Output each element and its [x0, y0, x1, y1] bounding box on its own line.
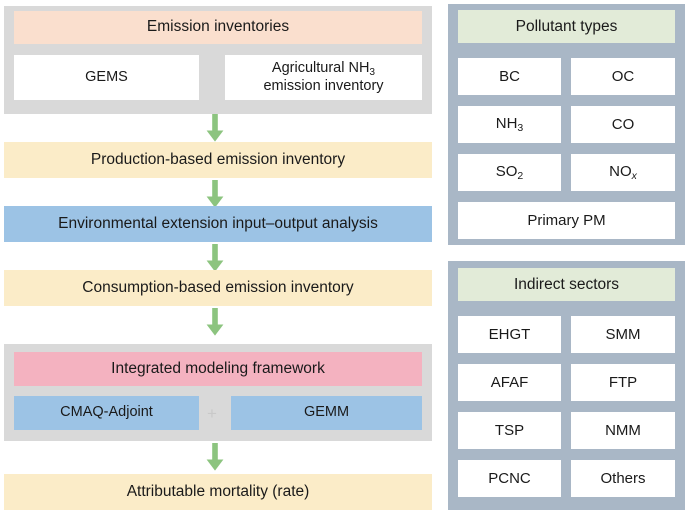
- down-arrow-icon: [206, 308, 224, 336]
- sector-others-label: Others: [600, 470, 646, 487]
- sector-ftp-label: FTP: [608, 374, 638, 391]
- down-arrow-icon: [206, 244, 224, 272]
- outcome-label: Attributable mortality (rate): [126, 482, 310, 500]
- step-production-based: Production-based emission inventory: [4, 142, 432, 178]
- step-eeio-label: Environmental extension input–output ana…: [58, 214, 378, 232]
- source-box-gems: GEMS: [14, 55, 199, 100]
- model-cmaq-adjoint-label: CMAQ-Adjoint: [60, 404, 153, 421]
- pollutant-oc-label: OC: [611, 68, 635, 85]
- pollutant-chip-primary-pm: Primary PM: [458, 202, 675, 239]
- sector-chip-pcnc: PCNC: [458, 460, 561, 497]
- down-arrow-icon: [206, 180, 224, 208]
- pollutant-bc-label: BC: [499, 68, 520, 85]
- sector-pcnc-label: PCNC: [488, 470, 531, 487]
- source-gems-label: GEMS: [85, 68, 128, 85]
- step-consumption-based-label: Consumption-based emission inventory: [82, 278, 354, 296]
- step-eeio: Environmental extension input–output ana…: [4, 206, 432, 242]
- sector-chip-tsp: TSP: [458, 412, 561, 449]
- pollutant-primary-pm-label: Primary PM: [527, 212, 606, 229]
- pollutant-nox-label: NOx: [609, 163, 637, 182]
- model-gemm-label: GEMM: [303, 404, 350, 421]
- pollutant-so2-label: SO2: [495, 163, 524, 182]
- down-arrow-icon: [206, 443, 224, 471]
- sector-afaf-label: AFAF: [490, 374, 529, 391]
- pollutant-chip-oc: OC: [571, 58, 675, 95]
- sector-ehgt-label: EHGT: [488, 326, 531, 343]
- sector-chip-ftp: FTP: [571, 364, 675, 401]
- sector-smm-label: SMM: [605, 326, 641, 343]
- sector-chip-smm: SMM: [571, 316, 675, 353]
- pollutant-types-title-label: Pollutant types: [515, 17, 618, 35]
- pollutant-types-title: Pollutant types: [458, 10, 675, 43]
- step-consumption-based: Consumption-based emission inventory: [4, 270, 432, 306]
- plus-label: +: [207, 403, 217, 423]
- pollutant-chip-nh3: NH3: [458, 106, 561, 143]
- step-production-based-label: Production-based emission inventory: [90, 150, 346, 168]
- pollutant-chip-co: CO: [571, 106, 675, 143]
- emission-inventories-title: Emission inventories: [14, 11, 422, 44]
- sector-chip-afaf: AFAF: [458, 364, 561, 401]
- sector-nmm-label: NMM: [605, 422, 641, 439]
- sector-chip-nmm: NMM: [571, 412, 675, 449]
- pollutant-co-label: CO: [611, 116, 635, 133]
- down-arrow-icon: [206, 114, 224, 142]
- indirect-sectors-title: Indirect sectors: [458, 268, 675, 301]
- integrated-modeling-title: Integrated modeling framework: [14, 352, 422, 386]
- sector-chip-ehgt: EHGT: [458, 316, 561, 353]
- sector-chip-others: Others: [571, 460, 675, 497]
- indirect-sectors-title-label: Indirect sectors: [513, 275, 620, 293]
- model-box-gemm: GEMM: [231, 396, 422, 430]
- model-box-cmaq-adjoint: CMAQ-Adjoint: [14, 396, 199, 430]
- pollutant-chip-nox: NOx: [571, 154, 675, 191]
- emission-inventories-title-label: Emission inventories: [146, 18, 290, 36]
- sector-tsp-label: TSP: [494, 422, 525, 439]
- plus-icon: +: [199, 396, 225, 430]
- outcome-attributable-mortality: Attributable mortality (rate): [4, 474, 432, 510]
- pollutant-nh3-label: NH3: [495, 115, 524, 134]
- pollutant-chip-bc: BC: [458, 58, 561, 95]
- integrated-modeling-title-label: Integrated modeling framework: [111, 359, 325, 377]
- pollutant-chip-so2: SO2: [458, 154, 561, 191]
